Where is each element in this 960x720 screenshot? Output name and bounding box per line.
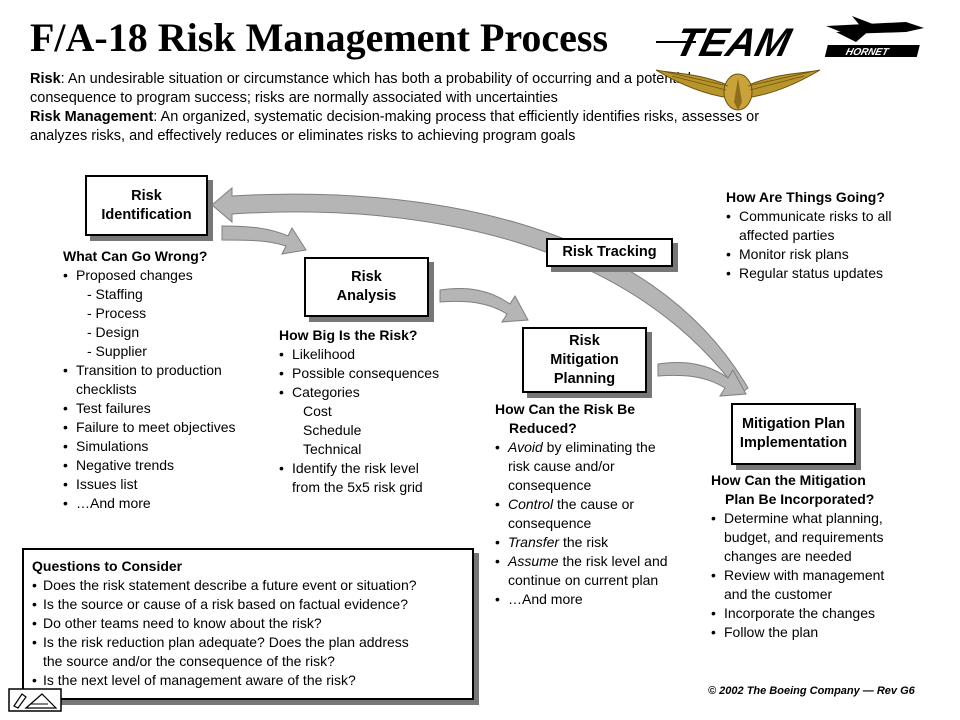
list-item: Incorporate the changes xyxy=(711,604,884,623)
questions-to-consider-box: Questions to Consider Does the risk stat… xyxy=(22,548,474,700)
risk-definition: Risk: An undesirable situation or circum… xyxy=(30,70,760,108)
list-subitem: Cost xyxy=(303,403,332,419)
analysis-heading: How Big Is the Risk? xyxy=(279,327,418,343)
assume-term: Assume xyxy=(508,553,559,569)
analysis-list: How Big Is the Risk? Likelihood Possible… xyxy=(279,326,439,497)
risk-analysis-label: Risk Analysis xyxy=(336,269,397,304)
notes-icon[interactable] xyxy=(8,688,62,712)
risk-label: Risk xyxy=(30,71,61,87)
list-item: Communicate risks to all xyxy=(726,207,892,226)
list-item: Transition to production xyxy=(63,361,236,380)
avoid-term: Avoid xyxy=(508,439,543,455)
tracking-list: How Are Things Going? Communicate risks … xyxy=(726,188,892,283)
list-item: Proposed changes xyxy=(63,266,236,285)
list-item: Monitor risk plans xyxy=(726,245,892,264)
list-subitem: - Supplier xyxy=(87,343,147,359)
risk-identification-box: Risk Identification xyxy=(85,175,208,236)
list-item: Transfer the risk xyxy=(495,533,668,552)
list-item: Likelihood xyxy=(279,345,439,364)
risk-identification-label: Risk Identification xyxy=(101,187,192,223)
risk-management-definition: Risk Management: An organized, systemati… xyxy=(30,108,760,146)
list-item: Possible consequences xyxy=(279,364,439,383)
list-item: Issues list xyxy=(63,475,236,494)
implementation-heading-continued: Plan Be Incorporated? xyxy=(725,491,875,507)
risk-mitigation-planning-box: Risk Mitigation Planning xyxy=(522,327,647,393)
question-item: Is the risk reduction plan adequate? Doe… xyxy=(32,633,464,652)
list-item: Simulations xyxy=(63,437,236,456)
list-item-continued: budget, and requirements xyxy=(724,529,884,545)
list-item-continued: checklists xyxy=(76,381,137,397)
list-item: Control the cause or xyxy=(495,495,668,514)
copyright-text: © 2002 The Boeing Company — Rev G6 xyxy=(708,685,915,697)
questions-heading: Questions to Consider xyxy=(32,558,183,574)
mitigation-list: How Can the Risk Be Reduced? Avoid by el… xyxy=(495,400,668,609)
arrow-mitigation-planning-to-implementation xyxy=(657,362,747,397)
risk-analysis-box: Risk Analysis xyxy=(304,257,429,317)
risk-text: : An undesirable situation or circumstan… xyxy=(30,71,691,106)
list-item: Categories xyxy=(279,383,439,402)
jet-silhouette-icon xyxy=(826,22,924,34)
list-item-continued: and the customer xyxy=(724,586,833,602)
mitigation-plan-implementation-label: Mitigation Plan Implementation xyxy=(739,416,848,451)
list-item: Identify the risk level xyxy=(279,459,439,478)
question-item: Is the next level of management aware of… xyxy=(32,671,464,690)
identification-heading: What Can Go Wrong? xyxy=(63,248,208,264)
risk-tracking-label: Risk Tracking xyxy=(562,244,657,260)
list-item: …And more xyxy=(495,590,668,609)
arrow-analysis-to-mitigation-planning xyxy=(439,288,529,323)
logo-hornet-text: HORNET xyxy=(845,47,891,58)
risk-management-label: Risk Management xyxy=(30,109,154,125)
risk-management-text: : An organized, systematic decision-maki… xyxy=(30,109,760,144)
team-hornet-logo: TEAM HORNET xyxy=(656,16,924,111)
list-subitem: - Process xyxy=(87,305,147,321)
question-item-continued: the source and/or the consequence of the… xyxy=(43,653,335,669)
mitigation-heading-continued: Reduced? xyxy=(509,420,577,436)
list-item: Failure to meet objectives xyxy=(63,418,236,437)
list-subitem: Technical xyxy=(303,441,362,457)
list-item: Avoid by eliminating the xyxy=(495,438,668,457)
question-item: Do other teams need to know about the ri… xyxy=(32,614,464,633)
list-item-continued: continue on current plan xyxy=(508,572,659,588)
logo-team-text: TEAM xyxy=(671,20,797,65)
list-item: …And more xyxy=(63,494,236,513)
mitigation-plan-implementation-box: Mitigation Plan Implementation xyxy=(731,403,856,465)
list-item-continued: affected parties xyxy=(739,227,835,243)
list-subitem: Schedule xyxy=(303,422,362,438)
implementation-heading: How Can the Mitigation xyxy=(711,472,866,488)
implementation-list: How Can the Mitigation Plan Be Incorpora… xyxy=(711,471,884,642)
list-item: Negative trends xyxy=(63,456,236,475)
risk-mitigation-planning-label: Risk Mitigation Planning xyxy=(550,332,619,387)
tracking-heading: How Are Things Going? xyxy=(726,189,885,205)
list-item: Review with management xyxy=(711,566,884,585)
list-item: Regular status updates xyxy=(726,264,892,283)
list-item: Follow the plan xyxy=(711,623,884,642)
list-subitem: - Staffing xyxy=(87,286,143,302)
list-item: Determine what planning, xyxy=(711,509,884,528)
naval-aviator-wings-icon xyxy=(656,69,821,111)
question-item: Does the risk statement describe a futur… xyxy=(32,576,464,595)
list-subitem: - Design xyxy=(87,324,140,340)
list-item-continued: from the 5x5 risk grid xyxy=(292,479,423,495)
mitigation-heading: How Can the Risk Be xyxy=(495,401,636,417)
list-item-continued: consequence xyxy=(508,477,592,493)
page-title: F/A-18 Risk Management Process xyxy=(30,15,609,60)
risk-tracking-box: Risk Tracking xyxy=(546,238,673,267)
list-item-continued: changes are needed xyxy=(724,548,852,564)
arrow-identification-to-analysis xyxy=(221,225,307,255)
transfer-term: Transfer xyxy=(508,534,560,550)
question-item: Is the source or cause of a risk based o… xyxy=(32,595,464,614)
list-item: Assume the risk level and xyxy=(495,552,668,571)
control-term: Control xyxy=(508,496,554,512)
list-item: Test failures xyxy=(63,399,236,418)
identification-list: What Can Go Wrong? Proposed changes - St… xyxy=(63,247,236,513)
definitions: Risk: An undesirable situation or circum… xyxy=(30,70,760,146)
list-item-continued: risk cause and/or xyxy=(508,458,615,474)
list-item-continued: consequence xyxy=(508,515,592,531)
